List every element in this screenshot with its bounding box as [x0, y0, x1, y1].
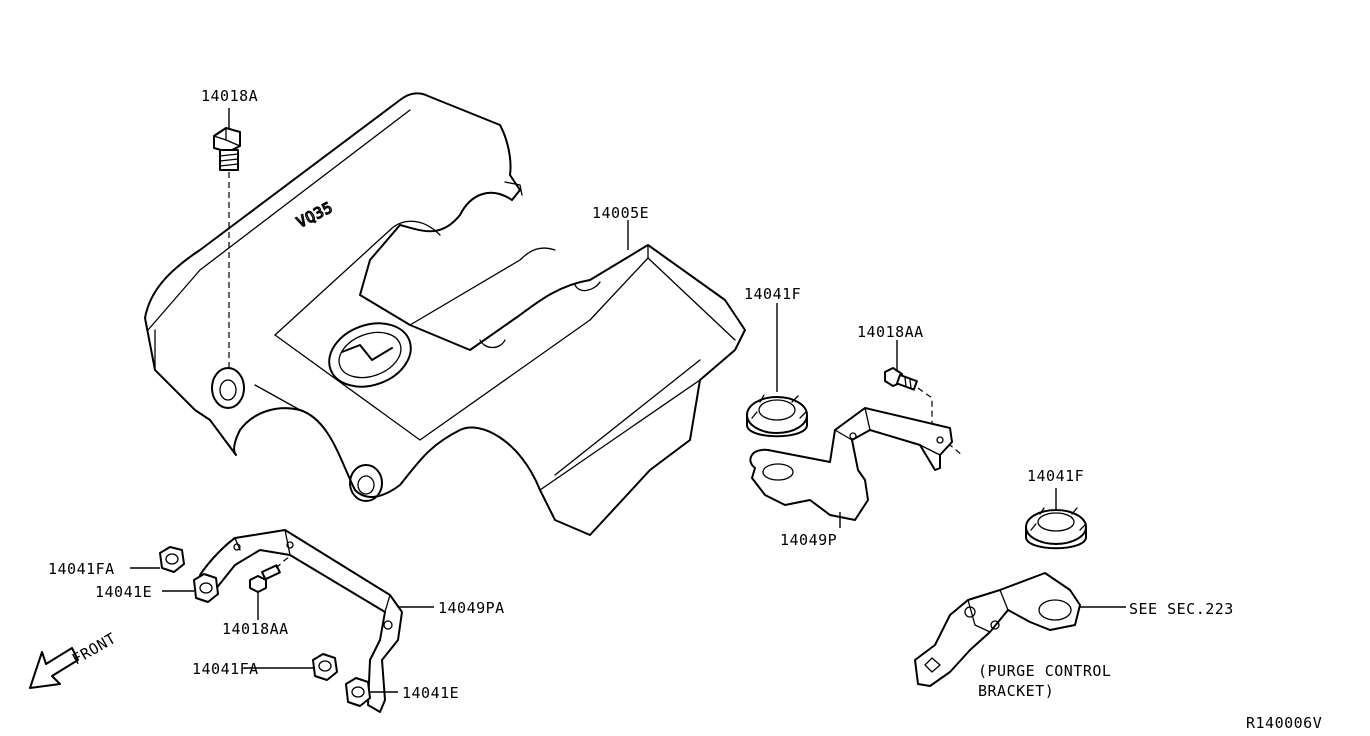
nut-14041fa-lower — [244, 653, 338, 681]
bracket-14049p — [749, 407, 953, 528]
label-14018a: 14018A — [201, 87, 258, 105]
bolt-14018a — [213, 108, 241, 372]
nut-14041e-upper — [162, 573, 219, 603]
label-14049p: 14049P — [780, 531, 837, 549]
label-front: FRONT — [69, 629, 119, 668]
front-arrow-icon — [29, 647, 79, 689]
bolt-14018aa-lower — [249, 554, 293, 620]
label-14005e: 14005E — [592, 204, 649, 222]
nut-14041e-lower — [345, 677, 398, 707]
label-purge-line1: (PURGE CONTROL — [978, 662, 1111, 680]
grommet-14041f-lower — [1025, 488, 1087, 550]
label-purge-line2: BRACKET) — [978, 682, 1054, 700]
grommet-14041f-upper — [746, 303, 808, 438]
label-14041e-lower: 14041E — [402, 684, 459, 702]
label-14041fa-upper: 14041FA — [48, 560, 115, 578]
label-14041f-lower: 14041F — [1027, 467, 1084, 485]
label-14041fa-lower: 14041FA — [192, 660, 259, 678]
label-see-sec: SEE SEC.223 — [1129, 600, 1234, 618]
label-14018aa-lower: 14018AA — [222, 620, 289, 638]
label-14018aa-right: 14018AA — [857, 323, 924, 341]
bracket-14049pa — [199, 529, 434, 713]
label-14049pa: 14049PA — [438, 599, 505, 617]
purge-control-bracket — [914, 572, 1126, 687]
label-14041e-upper: 14041E — [95, 583, 152, 601]
bolt-14018aa-right — [884, 340, 963, 456]
diagram-code: R140006V — [1246, 714, 1322, 732]
nut-14041fa-upper — [130, 546, 185, 573]
label-14041f-upper: 14041F — [744, 285, 801, 303]
engine-cover: VQ35 — [144, 92, 746, 536]
